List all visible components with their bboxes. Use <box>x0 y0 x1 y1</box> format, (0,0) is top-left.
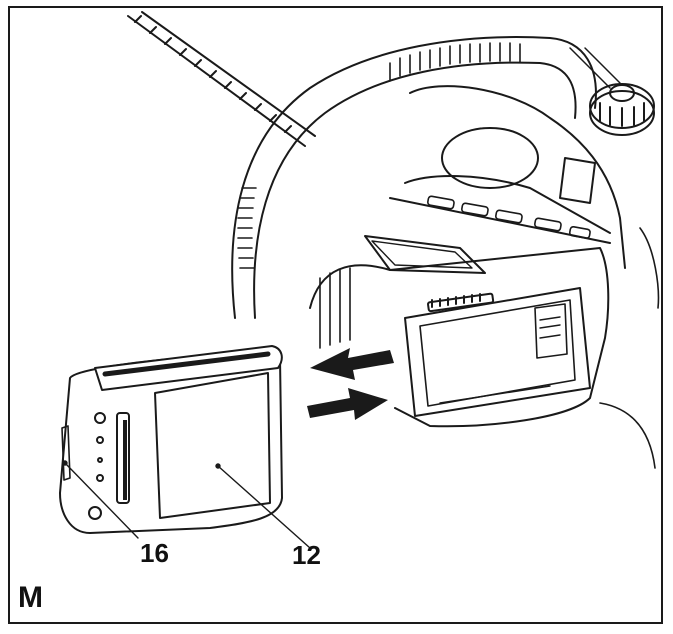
callout-leaders <box>62 460 311 549</box>
figure-letter: M <box>18 581 43 614</box>
motor-housing <box>364 85 626 274</box>
figure-frame <box>8 6 663 624</box>
insert-arrow-icon <box>307 388 388 420</box>
chainsaw-battery-illustration <box>59 11 660 549</box>
callout-16: 16 <box>140 538 169 568</box>
battery-bay <box>309 247 610 428</box>
tension-knob <box>589 83 655 136</box>
chain-bar <box>127 11 316 147</box>
callout-12: 12 <box>292 540 321 570</box>
front-handle <box>231 36 597 319</box>
remove-arrow-icon <box>310 348 394 380</box>
battery-pack-drawing <box>59 345 283 534</box>
